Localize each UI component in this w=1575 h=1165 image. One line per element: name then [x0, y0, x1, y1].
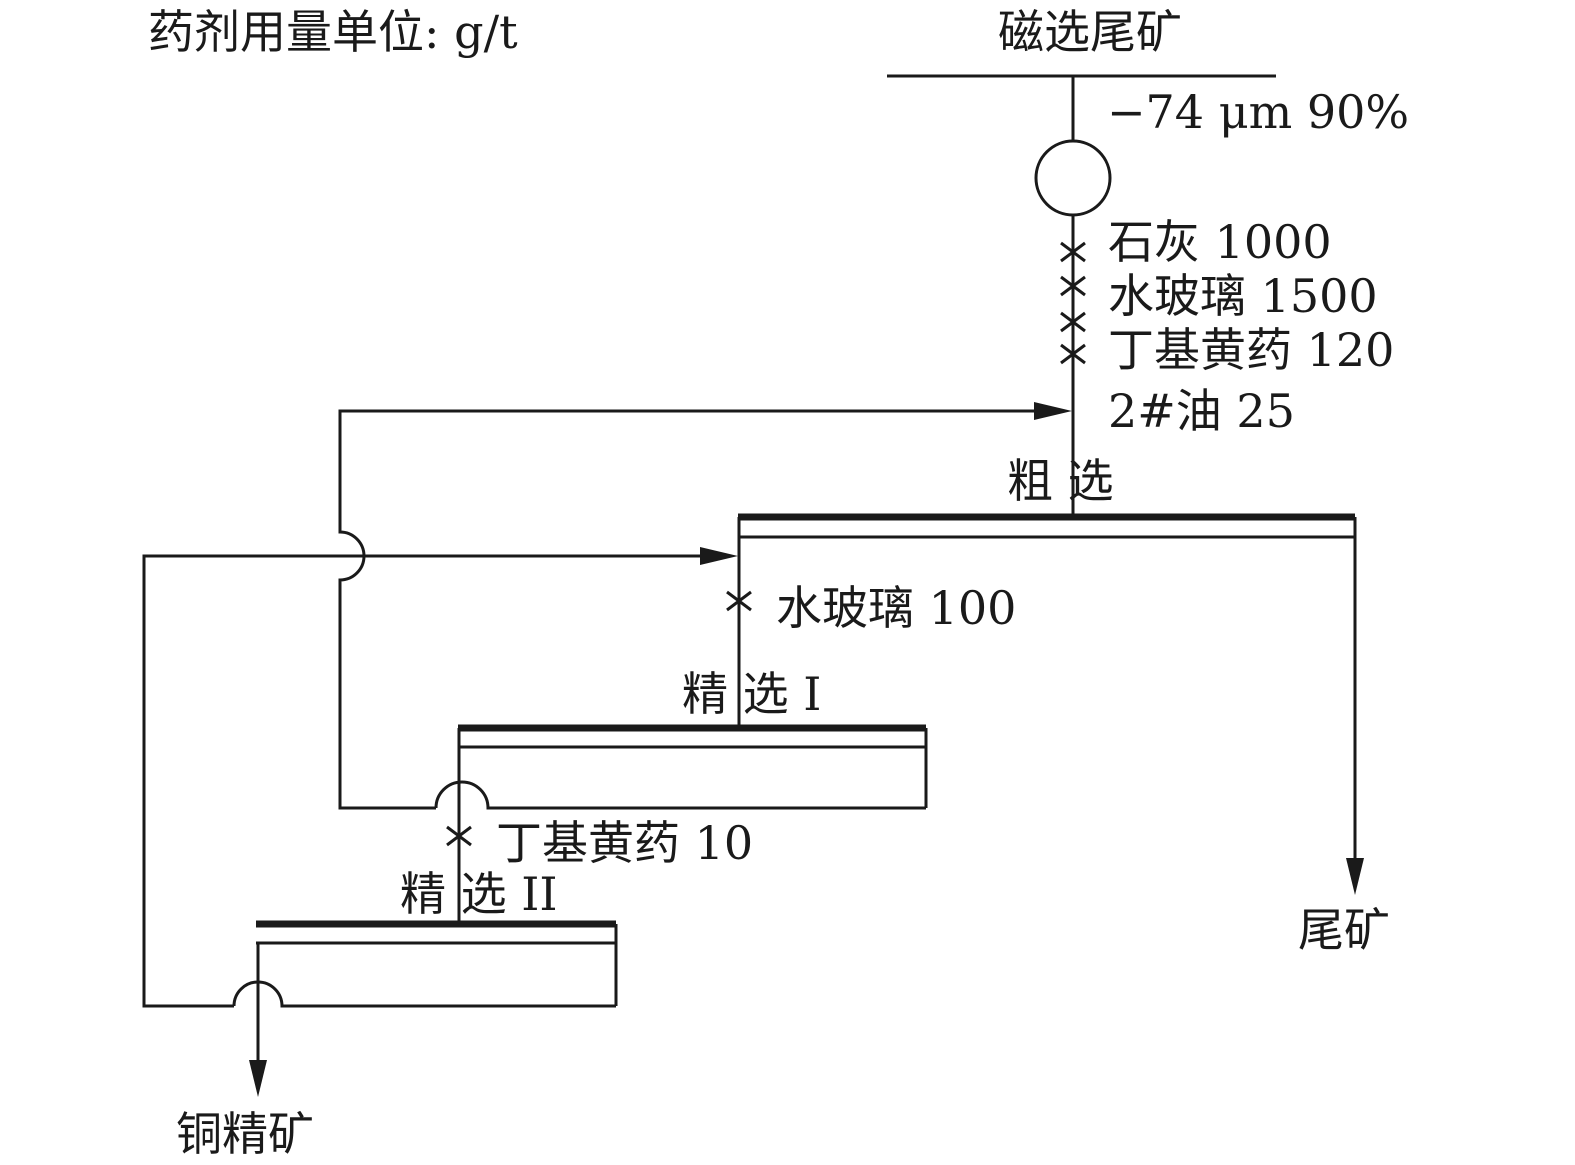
- grind-size-label: −74 μm 90%: [1107, 85, 1409, 139]
- reagent-mark-icon: [1060, 311, 1086, 333]
- rougher-reagent-4: 2#油 25: [1108, 384, 1295, 438]
- rougher-reagent-2: 水玻璃 1500: [1108, 269, 1378, 323]
- concentrate-arrow-icon: [249, 1060, 267, 1097]
- cleaner2-label: 精 选 II: [400, 867, 558, 921]
- grinding-mill-icon: [1034, 139, 1112, 217]
- rougher-reagent-3: 丁基黄药 120: [1108, 323, 1394, 377]
- reagent-mark-icon: [726, 590, 752, 612]
- recycle-arrow-icon: [700, 547, 738, 565]
- recycle-arrow-icon: [1034, 402, 1072, 420]
- units-note: 药剂用量单位: g/t: [148, 5, 518, 59]
- reagent-mark-icon: [1060, 241, 1086, 263]
- reagent-mark-icon: [446, 825, 472, 847]
- reagent-mark-icon: [1060, 275, 1086, 297]
- cleaner1-reagent: 水玻璃 100: [776, 581, 1016, 635]
- reagent-addition-marks: [1060, 241, 1086, 365]
- rougher-reagent-1: 石灰 1000: [1108, 215, 1332, 269]
- tailings-arrow-icon: [1346, 858, 1364, 895]
- tailings-label: 尾矿: [1298, 903, 1390, 957]
- reagent-mark-icon: [1060, 343, 1086, 365]
- rougher-label: 粗 选: [1007, 454, 1114, 508]
- cleaner1-cell-bottom: [434, 780, 926, 810]
- feed-label: 磁选尾矿: [998, 5, 1182, 59]
- cleaner2-tailings-recycle: [142, 554, 702, 1008]
- cleaner1-label: 精 选 I: [682, 667, 821, 721]
- concentrate-label: 铜精矿: [176, 1107, 314, 1161]
- cleaner2-cell-bottom: [232, 980, 616, 1008]
- cleaner2-reagent: 丁基黄药 10: [496, 816, 753, 870]
